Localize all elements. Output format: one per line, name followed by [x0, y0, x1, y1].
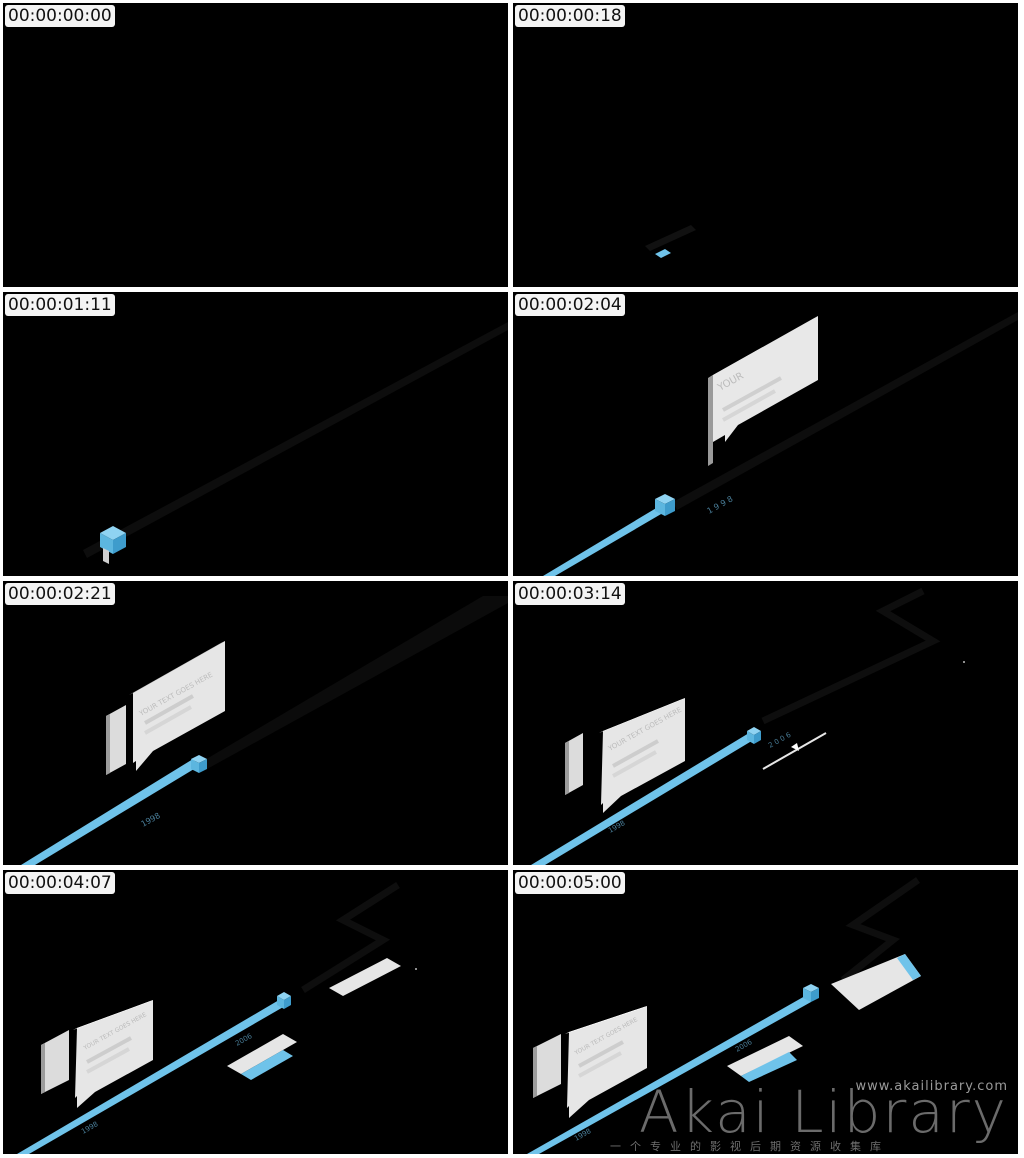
- timeline-bar: [543, 504, 668, 576]
- frame-7-scene: YOUR TEXT GOES HERE 1998 2006: [17, 882, 417, 1154]
- card-top: [73, 1000, 153, 1030]
- marker-cube-right: [284, 996, 291, 1009]
- card-top: [129, 641, 225, 695]
- next-card: [831, 954, 921, 1010]
- side-panel: [565, 733, 583, 795]
- frame-8-scene: YOUR TEXT GOES HERE 1998 2006: [527, 877, 921, 1154]
- frame-8: 00:00:05:00 YOUR TEXT GOES HERE 1998 200…: [513, 870, 1018, 1154]
- frame-timestamp: 00:00:01:11: [5, 294, 115, 316]
- frame-timestamp: 00:00:03:14: [515, 583, 625, 605]
- marker-stem: [103, 548, 109, 564]
- marker-cube-left: [191, 759, 199, 773]
- timeline-bar: [531, 733, 755, 865]
- marker-cube-right: [754, 731, 761, 744]
- frame-3-scene: [83, 322, 508, 564]
- frame-timestamp: 00:00:05:00: [515, 872, 625, 894]
- next-card-edge: [897, 954, 921, 980]
- timeline-track-faint: [645, 225, 696, 251]
- year-card-highlight: [741, 1052, 797, 1082]
- card-top: [599, 698, 685, 733]
- frame-timestamp: 00:00:00:00: [5, 5, 115, 27]
- marker-cube-right: [665, 499, 675, 516]
- frame-6-scene: YOUR TEXT GOES HERE 1998 2 0 0 6: [531, 587, 965, 865]
- timeline-start-block: [655, 249, 671, 258]
- card-face: [601, 698, 685, 813]
- frame-5: 00:00:02:21 YOUR TEXT GOES HERE 1998: [3, 581, 508, 865]
- timeline-bar: [527, 996, 811, 1154]
- year-pointer: [791, 743, 799, 751]
- side-panel-edge: [533, 1046, 537, 1098]
- timeline-track-faint: [761, 587, 941, 725]
- marker-cube-left: [747, 731, 754, 744]
- timeline-bar: [21, 759, 199, 865]
- year-card: [227, 1034, 297, 1074]
- watermark-url: www.akailibrary.com: [855, 1079, 1008, 1094]
- frame-timestamp: 00:00:02:04: [515, 294, 625, 316]
- frame-4: 00:00:02:04 YOUR 1 9 9 8: [513, 292, 1018, 576]
- side-panel-edge: [106, 714, 110, 775]
- card-top: [708, 316, 818, 378]
- marker-cube-right: [199, 759, 207, 773]
- marker-cube-right: [113, 533, 126, 554]
- next-card: [329, 958, 401, 996]
- frame-2-scene: [645, 225, 696, 258]
- side-panel-edge: [41, 1043, 45, 1094]
- timeline-track-faint: [301, 882, 400, 993]
- marker-cube-left: [655, 499, 665, 516]
- frame-7: 00:00:04:07 YOUR TEXT GOES HERE 1998 200…: [3, 870, 508, 1154]
- frame-timestamp: 00:00:02:21: [5, 583, 115, 605]
- timeline-track-faint: [840, 877, 920, 983]
- frame-2: 00:00:00:18: [513, 3, 1018, 287]
- frame-1: 00:00:00:00: [3, 3, 508, 287]
- watermark-tagline: 一个专业的影视后期资源收集库: [610, 1140, 890, 1153]
- timeline-bar: [17, 1000, 285, 1154]
- side-panel-edge: [565, 741, 569, 795]
- year-line: [762, 732, 827, 770]
- year-card-highlight: [241, 1050, 293, 1080]
- year-label-2: 2006: [234, 1032, 254, 1048]
- card-top: [565, 1006, 647, 1034]
- side-panel: [41, 1030, 69, 1094]
- frame-1-scene: [3, 3, 508, 287]
- marker-cube-left: [277, 996, 284, 1009]
- timeline-track-faint: [673, 312, 1018, 510]
- watermark-logo: Akai Library: [638, 1078, 1008, 1146]
- frame-5-scene: YOUR TEXT GOES HERE 1998: [21, 596, 508, 865]
- year-label-2: 2 0 0 6: [767, 731, 793, 750]
- frame-4-scene: YOUR 1 9 9 8: [543, 312, 1018, 576]
- frame-3: 00:00:01:11: [3, 292, 508, 576]
- marker-cube-right: [811, 988, 819, 1002]
- card-face: [75, 1000, 153, 1108]
- frame-timestamp: 00:00:00:18: [515, 5, 625, 27]
- year-card: [727, 1036, 803, 1076]
- frame-timestamp: 00:00:04:07: [5, 872, 115, 894]
- frame-6: 00:00:03:14 YOUR TEXT GOES HERE 1998 2 0…: [513, 581, 1018, 865]
- year-label: 1 9 9 8: [706, 494, 735, 515]
- timeline-track-faint: [203, 596, 508, 769]
- year-label: 1998: [140, 811, 162, 829]
- side-panel: [106, 705, 126, 775]
- side-panel: [533, 1034, 561, 1098]
- timeline-track-faint: [83, 322, 508, 558]
- card-side: [708, 375, 713, 466]
- marker-cube-left: [803, 988, 811, 1002]
